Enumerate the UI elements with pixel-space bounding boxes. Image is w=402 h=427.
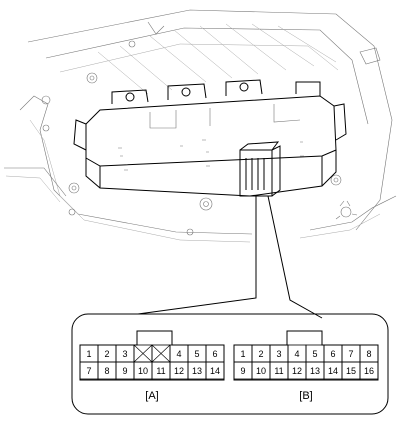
- connector-a-pin-label: 12: [174, 366, 184, 376]
- connector-a-pin-label: 10: [138, 366, 148, 376]
- connector-b-label: [B]: [299, 390, 312, 402]
- connector-a-pin-label: 6: [212, 349, 217, 359]
- connector-b-pin-label: 11: [274, 366, 283, 376]
- connector-a-pin-label: 8: [104, 366, 109, 376]
- connector-a-unused-pin-mark: [133, 344, 153, 363]
- leader-line-a: [137, 196, 257, 315]
- connector-b-pin-label: 1: [240, 349, 245, 359]
- connector-b-pin-label: 8: [366, 349, 371, 359]
- connector-b-pin-label: 10: [256, 366, 266, 376]
- connector-detail-box: [71, 313, 389, 415]
- connector-b-pin-label: 7: [348, 349, 353, 359]
- connector-a-pin-label: 9: [122, 366, 127, 376]
- connector-b-pin-label: 12: [292, 366, 302, 376]
- connector-a-pin-cell: [205, 361, 225, 380]
- connector-a-pin-label: 4: [176, 349, 181, 359]
- connector-b-pin-label: 2: [258, 349, 263, 359]
- connector-a-pin-label: 14: [210, 366, 220, 376]
- connector-b-pin-label: 4: [294, 349, 299, 359]
- connector-b-pin-label: 5: [312, 349, 317, 359]
- connector-b-pin-label: 15: [346, 366, 356, 376]
- switch-module: [73, 79, 347, 197]
- connector-a-pin-label: 11: [156, 366, 165, 376]
- connector-b-pin-label: 14: [328, 366, 338, 376]
- connector-a-pin-label: 5: [194, 349, 199, 359]
- trim-panel-lineart: [4, 9, 397, 243]
- connector-b-pin-label: 9: [240, 366, 245, 376]
- connector-b-pin-label: 16: [364, 366, 374, 376]
- connector-b-pin-label: 13: [310, 366, 320, 376]
- connector-a-pin-label: 13: [192, 366, 202, 376]
- connector-a-pin-label: 1: [86, 349, 91, 359]
- connector-b-pin-label: 6: [330, 349, 335, 359]
- connector-b-pin-label: 3: [276, 349, 281, 359]
- connector-a-pin-label: 7: [86, 366, 91, 376]
- connector-a-pin-label: 3: [122, 349, 127, 359]
- leader-line-b: [267, 195, 323, 319]
- connector-a-label: [A]: [145, 390, 158, 402]
- connector-a-pin-label: 2: [104, 349, 109, 359]
- connector-b-pin-cell: [359, 361, 379, 380]
- connector-a-unused-pin-mark: [151, 344, 171, 363]
